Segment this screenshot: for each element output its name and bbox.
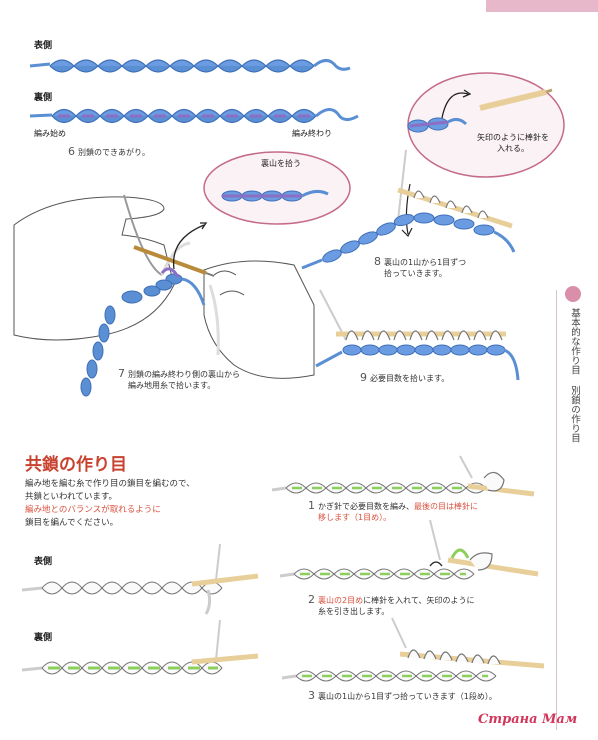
bottom-step-2-illustration xyxy=(279,519,539,580)
watermark-logo: Страна Мам xyxy=(478,712,578,727)
callout-pickup-illustration xyxy=(203,151,351,225)
hands-crochet-illustration xyxy=(13,194,315,397)
callout-needle-label: 矢印のように棒針を入れる。 xyxy=(477,133,549,153)
section-intro: 編み地を編む糸で作り目の鎖目を編むので、 共鎖といわれています。 編み地とのバラ… xyxy=(25,479,195,528)
chain-front-blue-illustration xyxy=(29,59,351,73)
callout-pickup-label: 裏山を拾う xyxy=(261,159,301,168)
label-back-bottom: 裏側 xyxy=(34,633,53,643)
label-front-top: 表側 xyxy=(34,41,53,51)
bottom-step-3-illustration xyxy=(281,617,545,682)
sidebar-rule xyxy=(556,290,557,730)
sidebar-chapter-title: 基本的な作り目 別鎖の作り目 xyxy=(569,308,580,443)
label-start: 編み始め xyxy=(34,129,66,138)
step-9-needle-illustration xyxy=(315,289,520,381)
callout-needle-illustration xyxy=(407,72,565,178)
label-back-top: 裏側 xyxy=(34,93,53,103)
chain-back-white-green-illustration xyxy=(21,619,259,675)
label-front-bottom: 表側 xyxy=(34,557,53,567)
header-pink-tab xyxy=(486,0,598,12)
step-8-needle-illustration xyxy=(301,149,516,270)
section-title: 共鎖の作り目 xyxy=(25,455,127,475)
chain-back-blue-illustration xyxy=(29,108,359,124)
sidebar-dot-icon xyxy=(565,286,581,302)
bottom-step-1-illustration xyxy=(271,455,535,497)
label-end: 編み終わり xyxy=(292,129,332,138)
chain-front-white-illustration xyxy=(21,543,259,615)
